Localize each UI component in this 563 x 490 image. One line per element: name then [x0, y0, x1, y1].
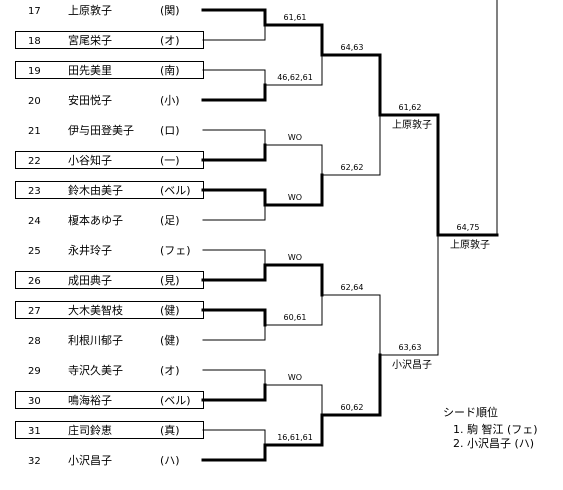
match-score: 62,64 — [341, 283, 364, 292]
match-score: 46,62,61 — [277, 73, 313, 82]
draw-number: 24 — [28, 216, 41, 227]
draw-number: 31 — [28, 426, 41, 437]
player-name: 小谷知子 — [68, 153, 112, 167]
seed-title: シード順位 — [443, 405, 498, 419]
player-club: (ハ) — [160, 454, 180, 467]
draw-number: 27 — [28, 306, 41, 317]
player-club: (ベル) — [160, 394, 191, 407]
player-name: 寺沢久美子 — [68, 363, 123, 377]
player-name: 成田典子 — [68, 273, 112, 287]
player-club: (足) — [160, 214, 180, 227]
player-club: (健) — [160, 304, 180, 317]
final-score: 64,75 — [457, 223, 480, 232]
draw-number: 17 — [28, 6, 41, 17]
draw-number: 22 — [28, 156, 41, 167]
match-score: WO — [288, 253, 302, 262]
draw-number: 25 — [28, 246, 41, 257]
player-name: 田先美里 — [68, 64, 112, 77]
match-score: 64,63 — [341, 43, 364, 52]
player-name: 利根川郁子 — [68, 333, 123, 347]
player-name: 榎本あゆ子 — [68, 213, 123, 227]
match-score: 60,61 — [284, 313, 307, 322]
champion-label: 上原敦子 — [450, 238, 490, 251]
match-score: WO — [288, 193, 302, 202]
player-club: (オ) — [160, 34, 180, 47]
match-score: WO — [288, 133, 302, 142]
player-club: (見) — [160, 274, 180, 287]
match-score: WO — [288, 373, 302, 382]
player-club: (関) — [160, 4, 180, 17]
player-club: (ロ) — [160, 124, 180, 137]
match-score: 62,62 — [341, 163, 364, 172]
player-name: 宮尾栄子 — [68, 33, 112, 47]
player-club: (ベル) — [160, 184, 191, 197]
player-name: 鳴海裕子 — [68, 393, 112, 407]
match-score: 63,63 — [399, 343, 422, 352]
draw-number: 18 — [28, 36, 41, 47]
player-name: 庄司鈴恵 — [68, 423, 112, 437]
seed-item: 1. 駒 智江 (フェ) — [453, 422, 538, 436]
semifinal-winner: 上原敦子 — [392, 118, 432, 131]
draw-number: 30 — [28, 396, 41, 407]
player-club: (一) — [160, 154, 180, 167]
player-name: 上原敦子 — [68, 3, 112, 17]
player-name: 鈴木由美子 — [68, 183, 123, 197]
draw-number: 32 — [28, 456, 41, 467]
match-score: 16,61,61 — [277, 433, 313, 442]
player-club: (健) — [160, 334, 180, 347]
player-name: 安田悦子 — [68, 93, 112, 107]
player-club: (小) — [160, 94, 180, 107]
draw-number: 23 — [28, 186, 41, 197]
semifinal-winner: 小沢昌子 — [392, 358, 432, 371]
player-club: (真) — [160, 423, 180, 437]
player-club: (オ) — [160, 364, 180, 377]
seed-item: 2. 小沢昌子 (ハ) — [453, 436, 534, 450]
draw-number: 28 — [28, 336, 41, 347]
player-name: 大木美智枝 — [68, 303, 123, 317]
match-score: 61,61 — [284, 13, 307, 22]
draw-number: 19 — [28, 66, 41, 77]
draw-number: 21 — [28, 126, 41, 137]
match-score: 61,62 — [399, 103, 422, 112]
player-name: 永井玲子 — [68, 243, 112, 257]
draw-number: 29 — [28, 366, 41, 377]
player-club: (南) — [160, 64, 180, 77]
player-club: (フェ) — [160, 244, 191, 257]
match-score: 60,62 — [341, 403, 364, 412]
draw-number: 20 — [28, 96, 41, 107]
draw-number: 26 — [28, 276, 41, 287]
player-name: 伊与田登美子 — [68, 123, 134, 137]
player-name: 小沢昌子 — [68, 453, 112, 467]
